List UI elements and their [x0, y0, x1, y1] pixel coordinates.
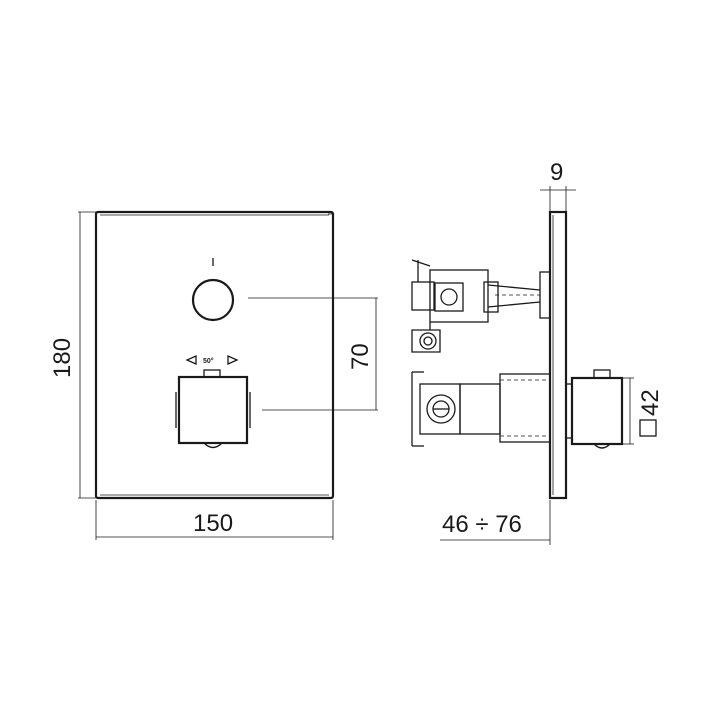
height-dimension: 180	[49, 211, 96, 499]
diverter-knob: I	[191, 258, 235, 322]
handle-dim-label: 42	[637, 389, 664, 416]
axis-dimension: 70	[248, 297, 378, 411]
handle-dimension: 42	[622, 377, 664, 445]
axis-dim-label: 70	[347, 343, 374, 370]
cover-plate	[94, 210, 335, 500]
rotation-label: 50°	[203, 357, 214, 365]
thermostatic-handle: 50°	[175, 354, 251, 449]
side-plate	[548, 210, 568, 500]
width-dim-label: 150	[193, 510, 233, 537]
rotation-indicator: 50°	[185, 354, 239, 366]
plate-dim-label: 9	[550, 159, 563, 186]
plate-dimension: 9	[540, 159, 576, 212]
side-view: 9 42 46 ÷ 76	[411, 159, 664, 545]
front-view: I 50° 150 180	[49, 210, 378, 540]
width-dimension: 150	[95, 500, 334, 540]
depth-dim-label: 46 ÷ 76	[442, 511, 522, 538]
height-dim-label: 180	[49, 338, 76, 378]
thermostatic-body	[411, 369, 624, 449]
depth-dimension: 46 ÷ 76	[440, 500, 551, 545]
diverter-body	[411, 259, 551, 353]
